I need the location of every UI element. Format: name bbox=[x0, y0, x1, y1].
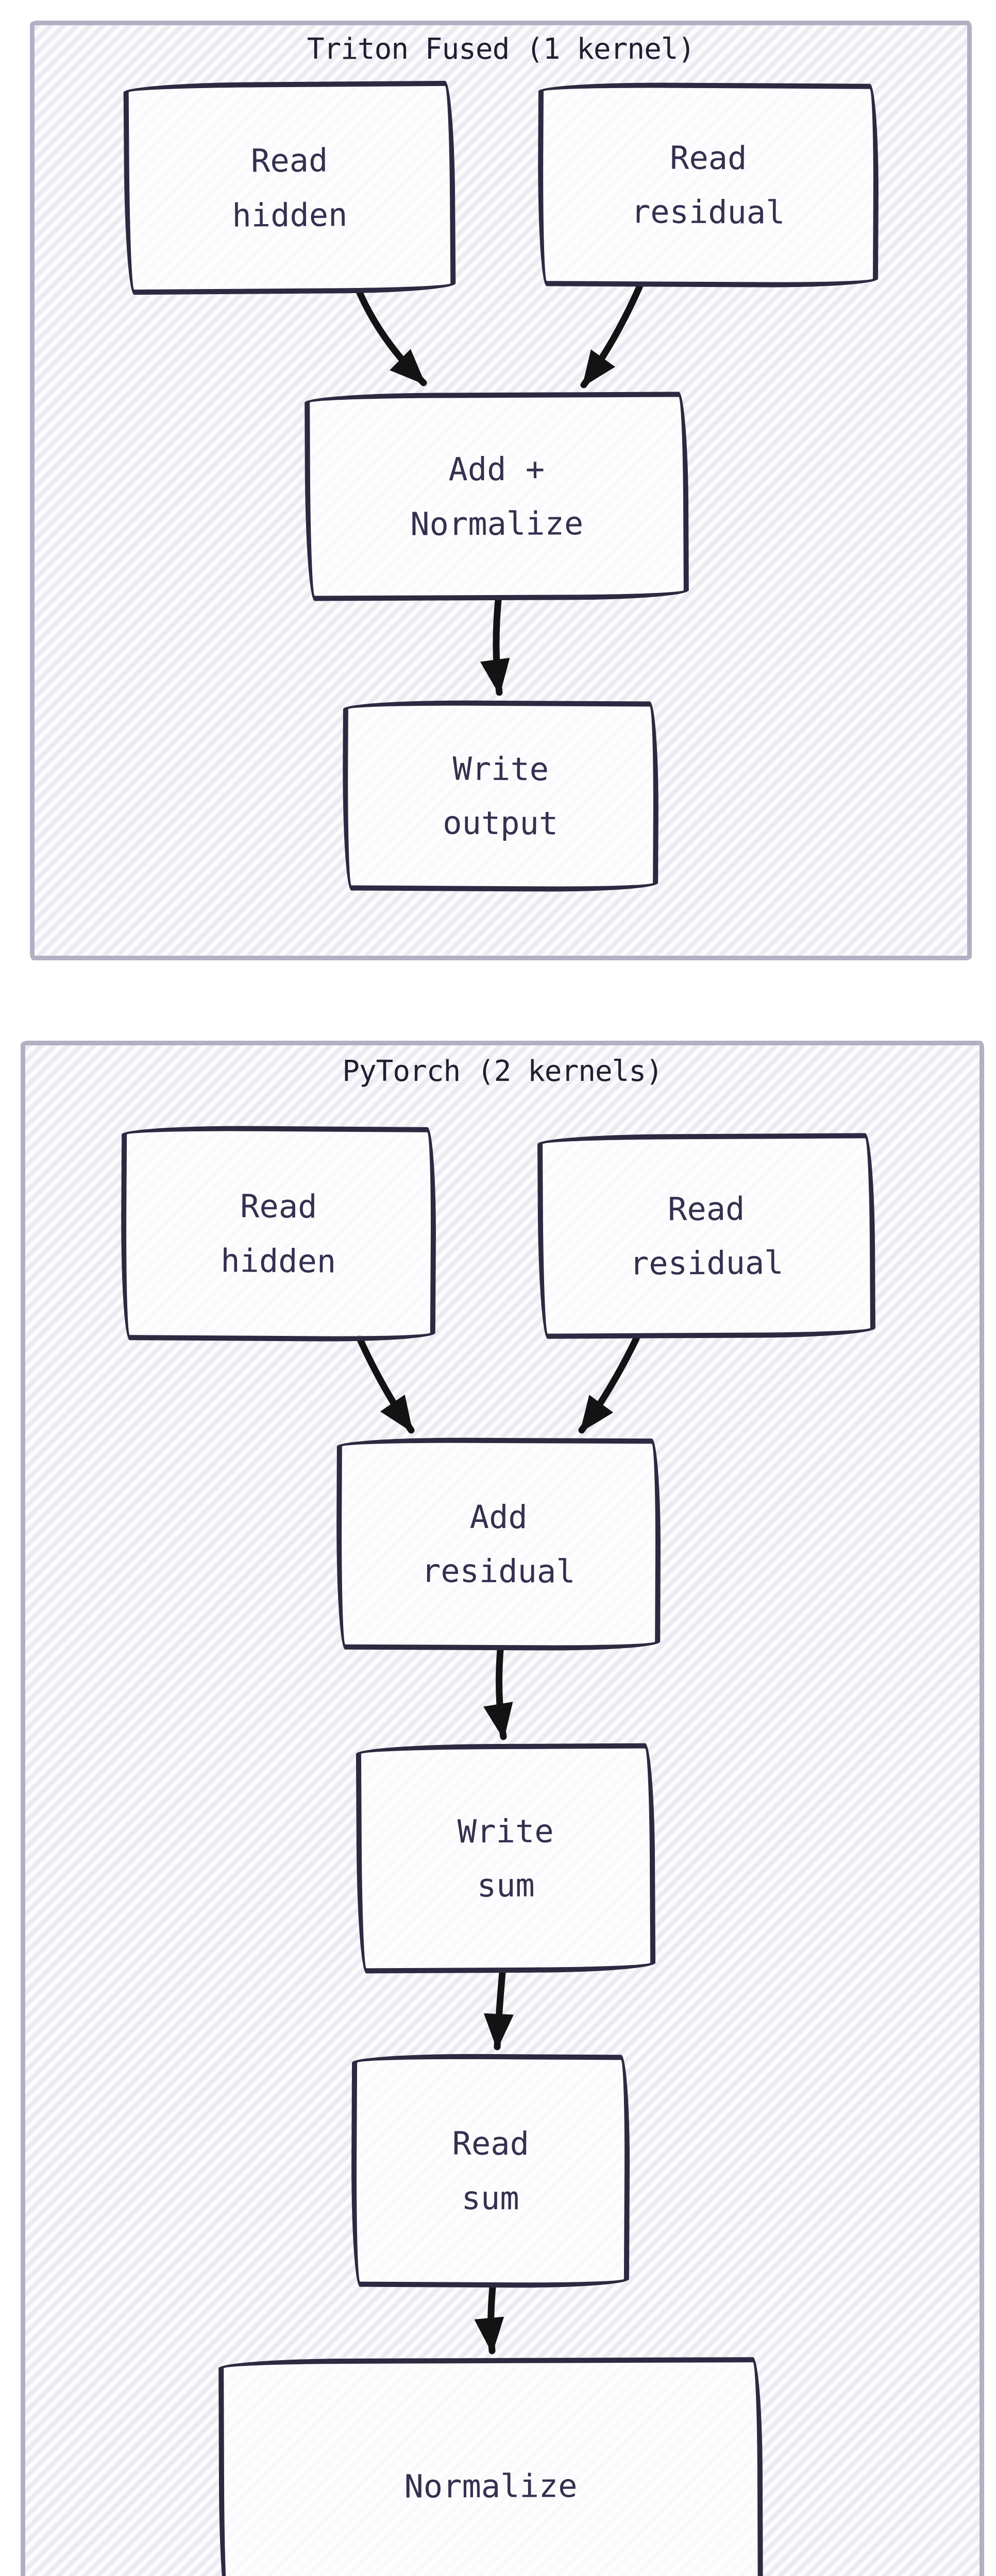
node-read-residual: Read residual bbox=[537, 82, 880, 288]
arrow-read-hidden-to-add-residual bbox=[356, 1335, 415, 1434]
panel-triton-fused: Triton Fused (1 kernel) Read hidden Read… bbox=[30, 21, 972, 960]
arrow-read-residual-to-add-normalize bbox=[580, 283, 643, 388]
node-write-output-label: Write output bbox=[443, 750, 559, 842]
arrow-read-sum-to-normalize bbox=[474, 2284, 504, 2354]
node-read-hidden: Read hidden bbox=[123, 80, 456, 295]
node-read-hidden-label: Read hidden bbox=[232, 141, 348, 234]
node-write-output: Write output bbox=[342, 700, 659, 892]
node-write-sum-label: Write sum bbox=[457, 1812, 554, 1905]
node-read-residual-label: Read residual bbox=[631, 139, 785, 231]
node-add-residual: Add residual bbox=[336, 1437, 661, 1651]
node-read-residual-label: Read residual bbox=[629, 1190, 784, 1282]
arrow-read-hidden-to-add-normalize bbox=[356, 289, 427, 386]
node-add-residual-label: Add residual bbox=[421, 1498, 576, 1590]
arrow-write-sum-to-read-sum bbox=[483, 1969, 514, 2050]
panel-pytorch: PyTorch (2 kernels) Read hidden Read res… bbox=[21, 1041, 984, 2576]
panel-title-pytorch: PyTorch (2 kernels) bbox=[342, 1055, 663, 1088]
node-read-hidden: Read hidden bbox=[120, 1125, 437, 1342]
node-normalize-label: Normalize bbox=[404, 2467, 578, 2505]
node-read-sum: Read sum bbox=[350, 2053, 631, 2289]
panel-title-triton: Triton Fused (1 kernel) bbox=[307, 32, 695, 66]
node-normalize: Normalize bbox=[218, 2357, 763, 2576]
node-add-normalize: Add + Normalize bbox=[305, 392, 689, 601]
node-read-sum-label: Read sum bbox=[452, 2124, 530, 2217]
node-read-hidden-label: Read hidden bbox=[220, 1187, 336, 1280]
arrow-read-residual-to-add-residual bbox=[578, 1335, 640, 1434]
node-add-normalize-label: Add + Normalize bbox=[410, 450, 584, 543]
node-read-residual: Read residual bbox=[537, 1133, 876, 1339]
arrow-add-residual-to-write-sum bbox=[483, 1647, 513, 1740]
node-write-sum: Write sum bbox=[356, 1743, 656, 1974]
arrow-add-normalize-to-write-output bbox=[480, 597, 510, 696]
